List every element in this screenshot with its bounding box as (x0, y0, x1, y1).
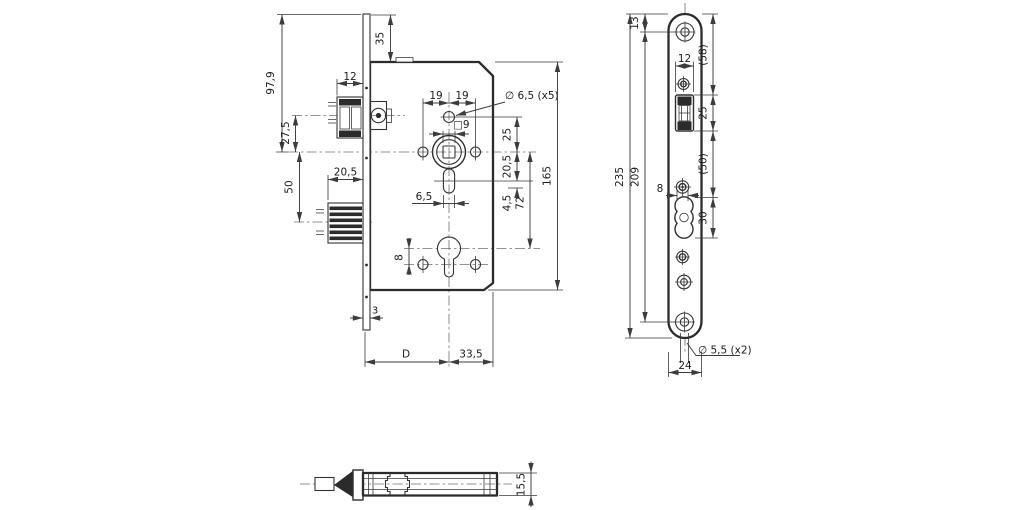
dim-25-front: 25 (502, 128, 514, 141)
dim-8-plate: 8 (657, 183, 664, 195)
latch-bolt (328, 96, 392, 139)
dim-33-5: 33,5 (459, 349, 482, 361)
dim-209: 209 (630, 167, 642, 187)
bottom-view: 15,5 (300, 461, 537, 507)
faceplate-deadbolt-opening (674, 196, 694, 239)
dim-30: 30 (698, 211, 710, 224)
faceplate-screw-top (674, 21, 696, 43)
dim-8-front: 8 (394, 254, 406, 261)
dim-square-9: □9 (453, 119, 470, 131)
dim-50-plate: (50) (698, 153, 710, 175)
dim-dia-5-5: ∅ 5,5 (x2) (698, 345, 752, 357)
dim-12-plate: 12 (678, 53, 691, 65)
dim-15-5: 15,5 (516, 473, 528, 496)
dim-25-plate: 25 (698, 106, 710, 119)
dead-bolt (316, 202, 364, 244)
dim-50: 50 (284, 180, 296, 193)
faceplate-dimensions: 13 209 235 (58) 12 25 (50) (614, 13, 752, 377)
dim-72: 72 (515, 196, 527, 209)
dim-19-right: 19 (455, 90, 468, 102)
dim-58: (58) (698, 44, 710, 66)
faceplate-hole-lower2 (675, 273, 693, 291)
faceplate-hole-mid (674, 178, 691, 196)
faceplate-bottom-view (352, 469, 364, 501)
latch-tip-bottom (314, 476, 335, 492)
euro-cylinder-hole (436, 236, 462, 278)
dim-24: 24 (678, 360, 692, 372)
faceplate-hole-upper (676, 76, 691, 92)
dim-19-left: 19 (429, 90, 442, 102)
dim-235: 235 (614, 167, 626, 187)
dim-backset-D: D (402, 349, 410, 361)
bottom-dimensions: 15,5 (499, 461, 537, 507)
faceplate-view: 13 209 235 (58) 12 25 (50) (614, 3, 752, 377)
faceplate-screw-bottom (674, 311, 695, 333)
dim-12-front: 12 (343, 71, 356, 83)
dim-6-5: 6,5 (416, 191, 433, 203)
dim-97-9: 97,9 (265, 71, 277, 94)
dim-35: 35 (375, 32, 387, 45)
case-top-notch (395, 57, 414, 63)
dim-165: 165 (542, 166, 554, 186)
faceplate-latch-opening (674, 94, 695, 132)
front-view: 97,9 35 12 27,5 50 20,5 19 19 (265, 13, 563, 368)
latch-bevel-bottom (334, 470, 353, 498)
case-bottom-view (361, 471, 499, 497)
faceplate-hole-lower1 (675, 249, 690, 265)
dim-4-5: 4,5 (502, 195, 514, 212)
dim-20-5-bolt: 20,5 (334, 167, 357, 179)
faceplate-edge (362, 13, 371, 331)
dim-dia-6-5: ∅ 6,5 (x5) (505, 90, 559, 102)
dim-20-5-axis: 20,5 (502, 155, 514, 178)
dim-3: 3 (372, 306, 378, 317)
dim-27-5: 27,5 (280, 121, 292, 144)
front-dimensions: 97,9 35 12 27,5 50 20,5 19 19 (265, 14, 563, 367)
dim-13: 13 (629, 16, 641, 29)
case-bottom-details (363, 473, 497, 496)
